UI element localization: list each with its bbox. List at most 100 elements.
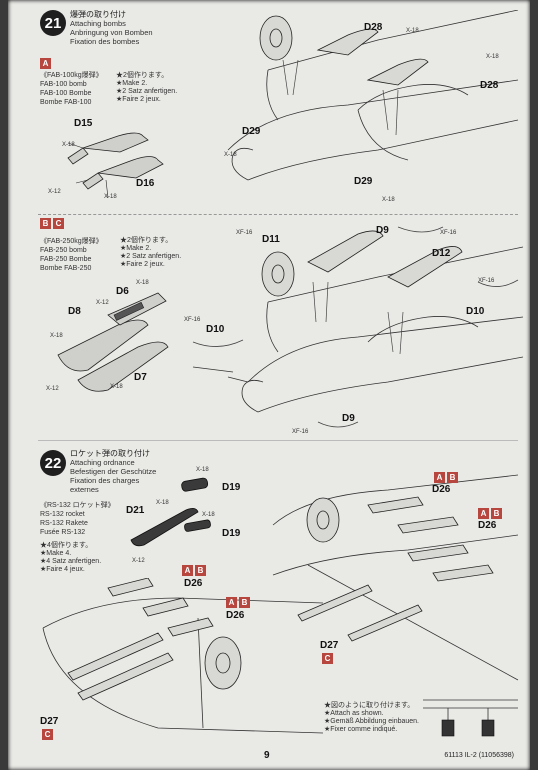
- paint-x18-label: X-18: [486, 54, 499, 60]
- variant-ab-badge: A B: [434, 472, 458, 483]
- variant-b-label: B: [195, 565, 206, 576]
- part-d28-label: D28: [480, 80, 499, 91]
- rs132-rocket-drawing: [130, 477, 211, 547]
- part-d10-label: D10: [206, 324, 225, 335]
- part-d27-label: D27: [320, 640, 339, 651]
- fab100-note-en: ★Make 2.: [116, 80, 148, 87]
- fab250-name-jp: 《FAB-250kg爆弾》: [40, 238, 103, 245]
- rs132-name-fr: Fusée RS-132: [40, 529, 86, 536]
- part-d27-label: D27: [40, 716, 59, 727]
- fab100-name-fr: Bombe FAB-100: [40, 99, 92, 106]
- fab250-note-fr: ★Faire 2 jeux.: [120, 261, 165, 268]
- rs132-note-de: ★4 Satz anfertigen.: [40, 558, 102, 565]
- variant-a-label: A: [182, 565, 193, 576]
- rs132-name-de: RS-132 Rakete: [40, 520, 88, 527]
- paint-x18-label: X-18: [104, 194, 117, 200]
- rs132-note-fr: ★Faire 4 jeux.: [40, 566, 85, 573]
- part-d6-label: D6: [116, 286, 129, 297]
- fab100-name-de: FAB-100 Bombe: [40, 90, 92, 97]
- step-21-title-jp: 爆弾の取り付け: [70, 10, 126, 19]
- part-d26-label: D26: [226, 610, 245, 621]
- step-22-title-jp: ロケット弾の取り付け: [70, 449, 150, 458]
- paint-xf16-label: XF-16: [440, 230, 457, 236]
- fab100-name-jp: 《FAB-100kg爆弾》: [40, 72, 103, 79]
- rs132-note-jp: ★4個作ります。: [40, 542, 93, 549]
- paint-x12-label: X-12: [96, 300, 109, 306]
- part-d8-label: D8: [68, 306, 81, 317]
- paint-x18-label: X-18: [50, 333, 63, 339]
- fab250-name-de: FAB-250 Bombe: [40, 256, 92, 263]
- paint-x18-label: X-18: [382, 197, 395, 203]
- part-d28-label: D28: [364, 22, 383, 33]
- fab100-note-jp: ★2個作ります。: [116, 72, 169, 79]
- paint-xf16-label: XF-16: [478, 278, 495, 284]
- paint-x18-label: X-18: [136, 280, 149, 286]
- attach-note-en: ★Attach as shown.: [324, 710, 384, 717]
- step-21-title-de: Anbringung von Bomben: [70, 28, 153, 37]
- attach-detail-drawing: [423, 699, 518, 737]
- paint-x18-label: X-18: [110, 384, 123, 390]
- rs132-note-en: ★Make 4.: [40, 550, 72, 557]
- variant-a-label: A: [478, 508, 489, 519]
- variant-b-label: B: [447, 472, 458, 483]
- paint-x18-label: X-18: [62, 142, 75, 148]
- part-d29-label: D29: [242, 126, 261, 137]
- part-d29-label: D29: [354, 176, 373, 187]
- part-d26-label: D26: [478, 520, 497, 531]
- variant-bc-badge: B C: [40, 218, 64, 229]
- paint-x18-label: X-18: [224, 152, 237, 158]
- part-d7-label: D7: [134, 372, 147, 383]
- right-wing-drawing: [272, 474, 519, 681]
- fab250-name-fr: Bombe FAB-250: [40, 265, 92, 272]
- paint-xf16-label: XF-16: [236, 230, 253, 236]
- attach-note-fr: ★Fixer comme indiqué.: [324, 726, 398, 733]
- step-22-title-de: Befestigen der Geschütze: [70, 467, 157, 476]
- paint-x18-label: X-18: [406, 28, 419, 34]
- part-d19-label: D19: [222, 482, 241, 493]
- attach-note-de: ★Gemäß Abbildung einbauen.: [324, 718, 420, 725]
- step-divider: [38, 440, 518, 441]
- fab100-note-fr: ★Faire 2 jeux.: [116, 96, 161, 103]
- part-d9-label: D9: [376, 225, 389, 236]
- paint-xf16-label: XF-16: [292, 429, 309, 435]
- step-21-title-en: Attaching bombs: [70, 19, 126, 28]
- fuselage-drawing-step21-bc: [192, 226, 524, 428]
- step-22-title-fr: Fixation des charges: [70, 476, 140, 485]
- instruction-page: 21 爆弾の取り付け Attaching bombs Anbringung vo…: [8, 0, 530, 770]
- variant-a-badge: A: [40, 58, 51, 69]
- rs132-name-jp: 《RS-132 ロケット弾》: [40, 502, 115, 509]
- paint-x12-label: X-12: [46, 386, 59, 392]
- variant-b-label: B: [491, 508, 502, 519]
- paint-x18-label: X-18: [202, 512, 215, 518]
- section-divider: [38, 214, 518, 215]
- paint-x12-label: X-12: [48, 189, 61, 195]
- variant-b-label: B: [40, 218, 51, 229]
- part-d16-label: D16: [136, 178, 155, 189]
- page-number: 9: [264, 750, 270, 761]
- part-d26-label: D26: [432, 484, 451, 495]
- step-22-badge: 22: [40, 450, 66, 476]
- step-21-title-fr: Fixation des bombes: [70, 37, 140, 46]
- fab250-note-en: ★Make 2.: [120, 245, 152, 252]
- attach-note-jp: ★図のように取り付けます。: [324, 702, 415, 709]
- part-d19-label: D19: [222, 528, 241, 539]
- paint-x12-label: X-12: [132, 558, 145, 564]
- fuselage-drawing-step21: [227, 10, 519, 181]
- part-d12-label: D12: [432, 248, 451, 259]
- variant-a-label: A: [434, 472, 445, 483]
- paint-xf16-label: XF-16: [184, 317, 201, 323]
- paint-x18-label: X-18: [196, 467, 209, 473]
- fab250-bomb-drawing: [57, 292, 169, 392]
- variant-ab-badge: A B: [478, 508, 502, 519]
- product-code: 61113 IL-2 (11056398): [444, 752, 514, 759]
- variant-c-label: C: [322, 653, 333, 664]
- part-d26-label: D26: [184, 578, 203, 589]
- fab100-note-de: ★2 Satz anfertigen.: [116, 88, 178, 95]
- part-d15-label: D15: [74, 118, 93, 129]
- step-22-title-fr2: externes: [70, 485, 99, 494]
- part-d21-label: D21: [126, 505, 145, 516]
- variant-c-label: C: [42, 729, 53, 740]
- variant-b-label: B: [239, 597, 250, 608]
- step-21-badge: 21: [40, 10, 66, 36]
- part-d10-label: D10: [466, 306, 485, 317]
